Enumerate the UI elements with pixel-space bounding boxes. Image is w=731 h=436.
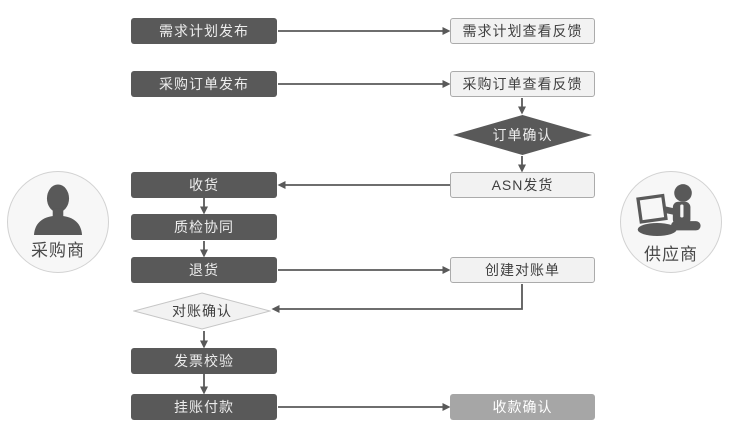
node-po-feedback: 采购订单查看反馈 — [450, 71, 595, 97]
connector-create-recon-to-recon-confirm — [271, 284, 523, 313]
node-recon-confirm-decision: 对账确认 — [133, 292, 271, 330]
node-return-goods: 退货 — [131, 257, 277, 283]
recon-confirm-label: 对账确认 — [172, 303, 232, 319]
node-demand-plan-feedback: 需求计划查看反馈 — [450, 18, 595, 44]
actor-supplier-label: 供应商 — [644, 245, 698, 264]
node-order-confirm-decision: 订单确认 — [452, 114, 593, 156]
node-book-payment: 挂账付款 — [131, 394, 277, 420]
person-at-laptop-icon — [636, 184, 701, 236]
node-invoice-verify: 发票校验 — [131, 348, 277, 374]
diamond-shape — [453, 115, 592, 155]
node-quality-check: 质检协同 — [131, 214, 277, 240]
person-bust-icon — [33, 184, 83, 235]
order-confirm-label: 订单确认 — [492, 127, 553, 143]
node-receipt-confirm: 收款确认 — [450, 394, 595, 420]
actor-supplier: 供应商 — [620, 171, 722, 273]
node-po-publish: 采购订单发布 — [131, 71, 277, 97]
actor-buyer: 采购商 — [7, 171, 109, 273]
actor-buyer-label: 采购商 — [31, 241, 85, 260]
node-receive-goods: 收货 — [131, 172, 277, 198]
node-asn-ship: ASN发货 — [450, 172, 595, 198]
node-demand-plan-publish: 需求计划发布 — [131, 18, 277, 44]
node-create-recon: 创建对账单 — [450, 257, 595, 283]
diamond-shape — [133, 292, 271, 330]
